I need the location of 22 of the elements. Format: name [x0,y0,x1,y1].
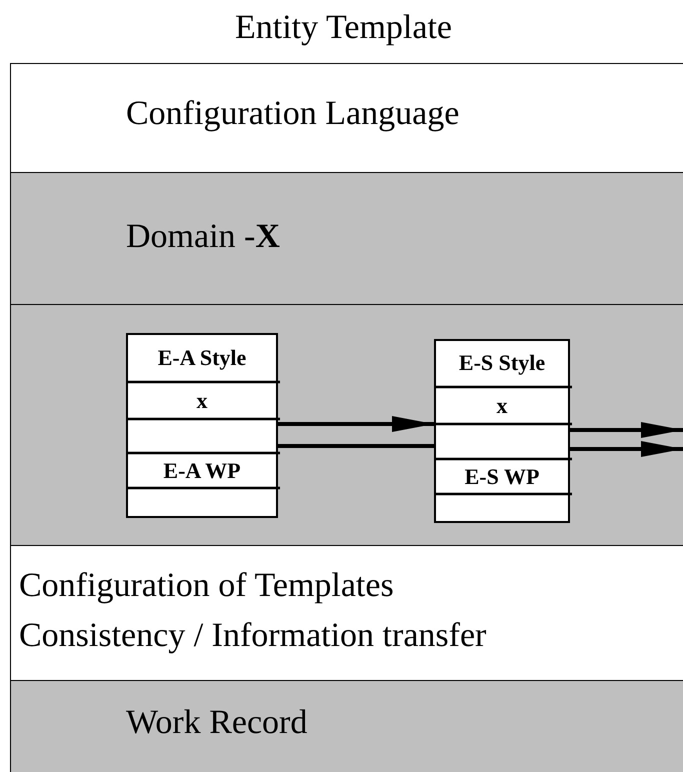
arrow [278,416,434,432]
row-label: E-A WP [162,456,242,484]
section-band [10,172,683,305]
section-band [10,63,683,173]
band-label: Configuration Language [126,94,460,134]
row-label: x [496,392,508,420]
record-box [126,333,278,518]
row-label: E-S Style [458,349,546,377]
section-band [10,304,683,546]
band-label: Consistency / Information transfer [19,616,486,656]
row-label: E-A Style [156,344,248,372]
band-label: Work Record [126,703,308,743]
arrow [570,441,683,457]
title: Entity Template [235,8,452,48]
band-label: Configuration of Templates [19,566,394,606]
row-label: E-S WP [464,462,540,490]
section-band [10,680,683,772]
band-label: Domain -X [126,217,280,257]
row-label: x [196,386,208,414]
arrow [570,422,683,438]
record-box [434,339,570,523]
connector-line [278,444,434,448]
